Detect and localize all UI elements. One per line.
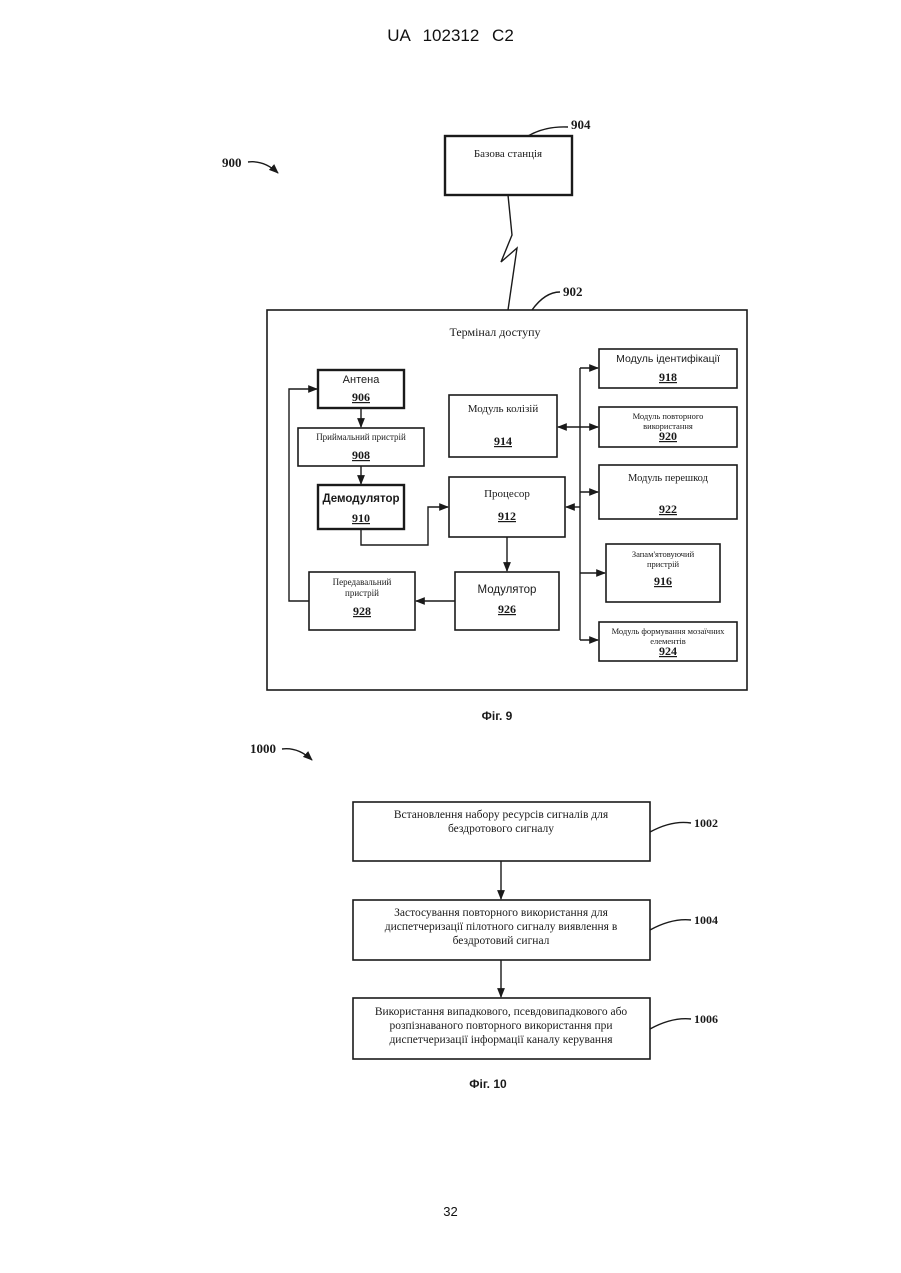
base-station-box — [445, 136, 572, 195]
transmitter-label-line1: Передавальний — [333, 577, 392, 587]
ref-912: 912 — [498, 509, 516, 523]
ref-920: 920 — [659, 429, 677, 443]
step-1006-line3: диспетчеризації інформації каналу керува… — [389, 1034, 613, 1046]
ref-1002-leader — [650, 822, 691, 832]
figure-10: 1000 Встановлення набору ресурсів сигнал… — [250, 741, 718, 1091]
step-1006-line2: розпізнаваного повторного використання п… — [389, 1020, 612, 1032]
step-1002-line1: Встановлення набору ресурсів сигналів дл… — [394, 809, 609, 821]
step-1006-line1: Використання випадкового, псевдовипадков… — [375, 1006, 628, 1018]
processor-box — [449, 477, 565, 537]
ref-1002: 1002 — [694, 816, 718, 830]
ref-1000: 1000 — [250, 741, 276, 756]
figure-9-caption: Фіг. 9 — [482, 709, 513, 723]
receiver-label: Приймальний пристрій — [316, 432, 406, 442]
ref-924: 924 — [659, 644, 677, 658]
step-1002-line2: бездротового сигналу — [448, 823, 554, 835]
wireless-link-icon — [501, 195, 517, 310]
ref-904: 904 — [571, 117, 591, 132]
ref-914: 914 — [494, 434, 512, 448]
ref-926: 926 — [498, 602, 516, 616]
tiling-module-label-line1: Модуль формування мозаїчних — [612, 626, 726, 636]
ref-1006: 1006 — [694, 1012, 718, 1026]
interference-module-label: Модуль перешкод — [628, 473, 709, 484]
ref-916: 916 — [654, 574, 672, 588]
modulator-label: Модулятор — [478, 584, 537, 596]
step-1004-line1: Застосування повторного використання для — [394, 907, 608, 919]
access-terminal-label: Термінал доступу — [449, 325, 540, 339]
transmitter-label-line2: пристрій — [345, 588, 379, 598]
page-number: 32 — [0, 1204, 901, 1219]
ref-908: 908 — [352, 448, 370, 462]
identification-module-label: Модуль ідентифікації — [616, 353, 720, 365]
ref-900: 900 — [222, 155, 242, 170]
ref-910: 910 — [352, 511, 370, 525]
memory-label-line2: пристрій — [647, 559, 680, 569]
ref-1006-leader — [650, 1019, 691, 1029]
ref-918: 918 — [659, 370, 677, 384]
step-1004-line2: диспетчеризації пілотного сигналу виявле… — [385, 921, 618, 933]
figure-10-caption: Фіг. 10 — [469, 1077, 507, 1091]
ref-1000-arrow — [282, 749, 312, 760]
collision-module-label: Модуль колізій — [468, 403, 539, 415]
demodulator-label: Демодулятор — [322, 493, 399, 505]
ref-1004: 1004 — [694, 913, 718, 927]
base-station-label: Базова станція — [474, 148, 542, 160]
figure-9: 900 Базова станція 904 Термінал доступу … — [222, 117, 747, 723]
ref-904-leader — [528, 127, 568, 136]
ref-902: 902 — [563, 284, 583, 299]
ref-922: 922 — [659, 502, 677, 516]
processor-label: Процесор — [484, 488, 530, 500]
ref-928: 928 — [353, 604, 371, 618]
memory-label-line1: Запам'ятовуючий — [632, 549, 695, 559]
reuse-module-label-line1: Модуль повторного — [633, 411, 704, 421]
ref-900-arrow — [248, 162, 278, 173]
antenna-label: Антена — [343, 374, 381, 386]
ref-902-leader — [532, 292, 560, 310]
modulator-box — [455, 572, 559, 630]
step-1004-line3: бездротовий сигнал — [453, 935, 550, 947]
ref-1004-leader — [650, 920, 691, 930]
ref-906: 906 — [352, 390, 370, 404]
